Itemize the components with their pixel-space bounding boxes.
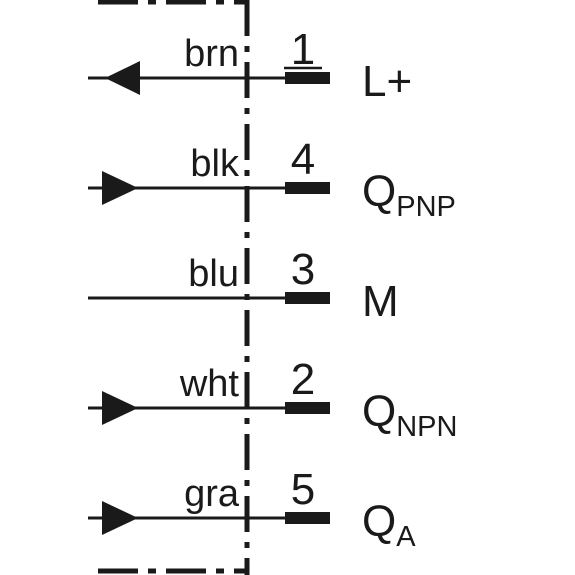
- signal-name: M: [362, 277, 399, 326]
- signal-main: Q: [362, 387, 396, 436]
- pin-block: [285, 182, 330, 194]
- wire-color-label: wht: [179, 363, 240, 405]
- arrow-out-icon: [102, 171, 138, 205]
- pin-block: [285, 72, 330, 84]
- arrow-out-icon: [102, 391, 138, 425]
- signal-name: QPNP: [362, 167, 456, 223]
- signal-name: QNPN: [362, 387, 457, 443]
- signal-subscript: A: [396, 521, 416, 553]
- pin-number: 2: [291, 355, 315, 404]
- pin-number: 1: [291, 25, 315, 74]
- pin-block: [285, 512, 330, 524]
- signal-main: L+: [362, 57, 412, 106]
- wire-color-label: blu: [188, 253, 239, 295]
- wire-color-label: brn: [184, 33, 239, 75]
- connection-row: brn 1L+: [88, 25, 412, 106]
- signal-main: M: [362, 277, 399, 326]
- pin-number: 5: [291, 465, 315, 514]
- wire-color-label: gra: [184, 473, 240, 515]
- pin-block: [285, 292, 330, 304]
- pin-number: 3: [291, 245, 315, 294]
- pin-block: [285, 402, 330, 414]
- signal-subscript: NPN: [396, 411, 457, 443]
- signal-name: QA: [362, 497, 416, 553]
- arrow-out-icon: [102, 501, 138, 535]
- signal-name: L+: [362, 57, 412, 106]
- arrow-in-icon: [105, 61, 140, 95]
- connector-boundary: [98, 0, 250, 575]
- wire-color-label: blk: [190, 143, 240, 185]
- signal-subscript: PNP: [396, 191, 456, 223]
- signal-main: Q: [362, 497, 396, 546]
- pin-number: 4: [291, 135, 315, 184]
- connection-row: blu 3M: [88, 245, 399, 326]
- signal-main: Q: [362, 167, 396, 216]
